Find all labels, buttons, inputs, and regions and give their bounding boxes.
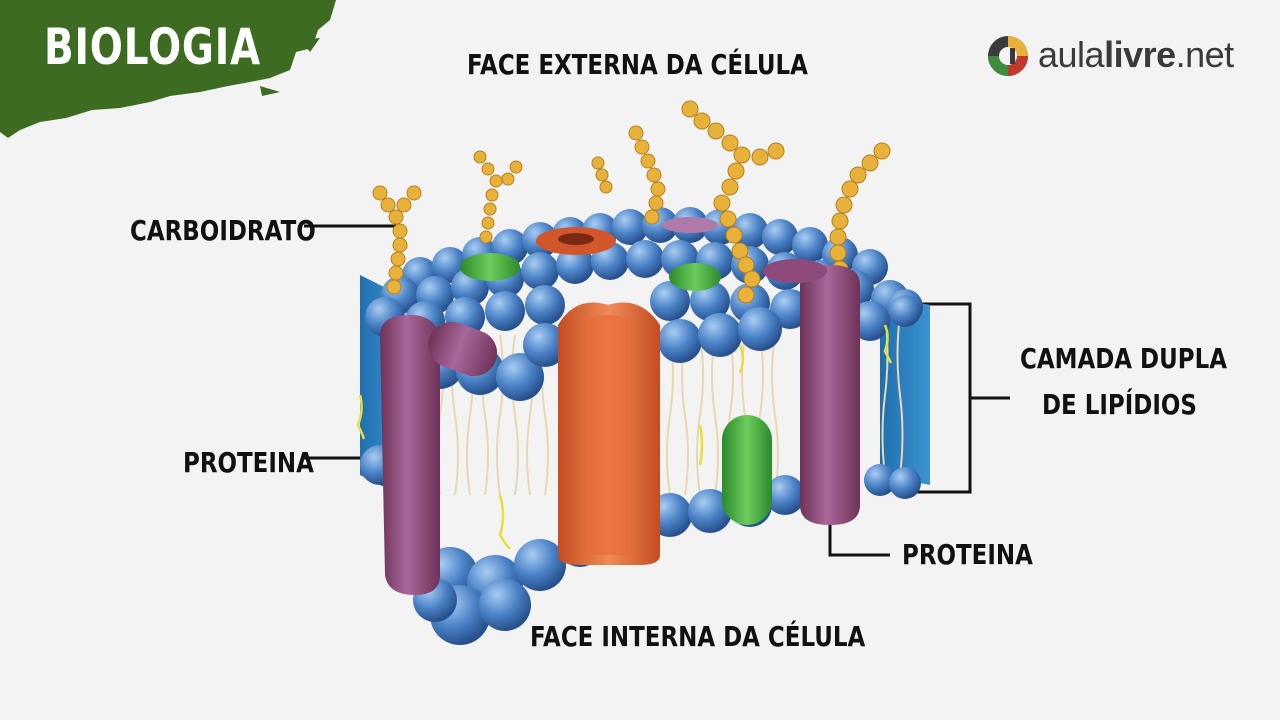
protein-green-top-right (669, 263, 721, 291)
label-face-interna: FACE INTERNA DA CÉLULA (530, 620, 866, 653)
label-carboidrato: CARBOIDRATO (130, 214, 316, 247)
label-camada-dupla-line2: DE LIPÍDIOS (1042, 388, 1197, 421)
subject-banner: BIOLOGIA (0, 0, 340, 140)
protein-green-lower (722, 415, 772, 525)
protein-purple-small (662, 217, 718, 233)
cell-membrane-illustration (356, 100, 930, 645)
aulalivre-logo-icon (988, 36, 1028, 76)
protein-purple-right (800, 265, 860, 525)
protein-green-top-left (460, 253, 520, 281)
membrane-side-right (880, 295, 930, 485)
label-proteina-right: PROTEINA (902, 538, 1033, 571)
label-face-externa: FACE EXTERNA DA CÉLULA (467, 48, 808, 81)
brush-stroke-background (0, 0, 336, 138)
label-proteina-left: PROTEINA (183, 446, 314, 479)
protein-purple-left (380, 315, 440, 595)
subject-title: BIOLOGIA (44, 18, 261, 76)
protein-purple-left-arm (428, 321, 498, 377)
cholesterol-molecules (356, 324, 893, 550)
brand-name: aulalivre.net (1038, 34, 1234, 75)
label-camada-dupla-line1: CAMADA DUPLA (1020, 342, 1227, 375)
protein-purple-top (763, 259, 827, 283)
carbohydrate-chains (372, 100, 891, 304)
